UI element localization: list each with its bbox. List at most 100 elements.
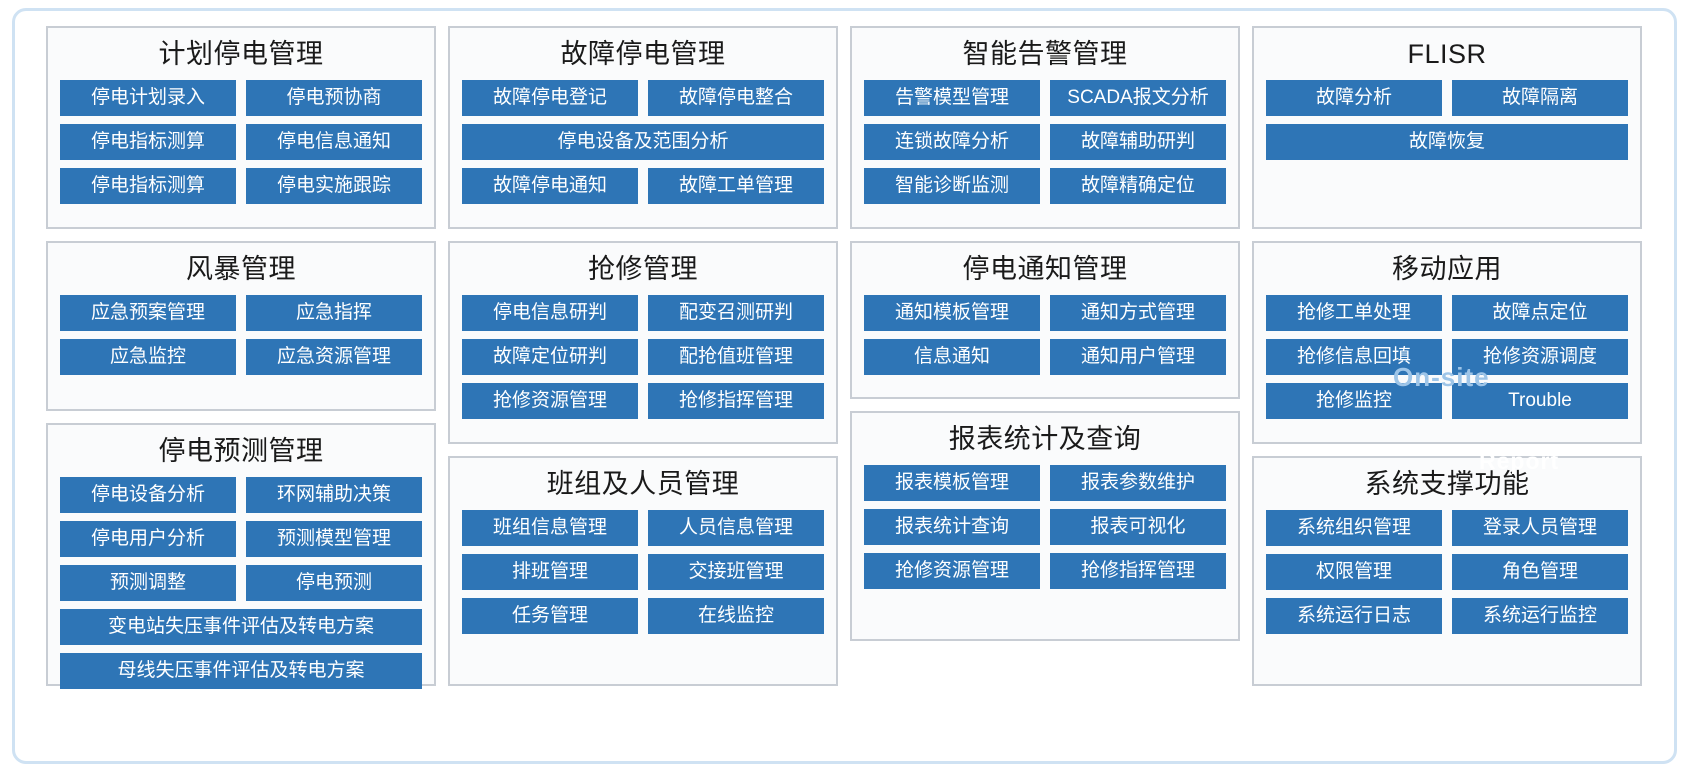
panel-title: 风暴管理 bbox=[186, 254, 296, 284]
module-button[interactable]: 预测调整 bbox=[60, 565, 236, 601]
module-button[interactable]: 抢修工单处理 bbox=[1266, 295, 1442, 331]
module-panel: 风暴管理应急预案管理应急指挥应急监控应急资源管理 bbox=[46, 241, 436, 411]
panel-button-grid: 班组信息管理人员信息管理排班管理交接班管理任务管理在线监控 bbox=[462, 510, 824, 634]
module-button[interactable]: 停电信息研判 bbox=[462, 295, 638, 331]
module-panel: 故障停电管理故障停电登记故障停电整合停电设备及范围分析故障停电通知故障工单管理 bbox=[448, 26, 838, 229]
module-button[interactable]: 故障辅助研判 bbox=[1050, 124, 1226, 160]
panel-button-grid: 报表模板管理报表参数维护报表统计查询报表可视化抢修资源管理抢修指挥管理 bbox=[864, 465, 1226, 589]
module-button[interactable]: 故障点定位 bbox=[1452, 295, 1628, 331]
module-button[interactable]: 人员信息管理 bbox=[648, 510, 824, 546]
button-row: 变电站失压事件评估及转电方案 bbox=[60, 609, 422, 645]
module-button[interactable]: 抢修资源管理 bbox=[864, 553, 1040, 589]
panel-button-grid: 停电计划录入停电预协商停电指标测算停电信息通知停电指标测算停电实施跟踪 bbox=[60, 80, 422, 204]
module-button[interactable]: 故障精确定位 bbox=[1050, 168, 1226, 204]
panel-button-grid: 故障分析故障隔离故障恢复 bbox=[1266, 80, 1628, 160]
module-button[interactable]: 通知用户管理 bbox=[1050, 339, 1226, 375]
button-row: 抢修信息回填抢修资源调度 bbox=[1266, 339, 1628, 375]
panel-spacer bbox=[60, 204, 422, 215]
module-button[interactable]: 在线监控 bbox=[648, 598, 824, 634]
module-button[interactable]: 交接班管理 bbox=[648, 554, 824, 590]
module-button[interactable]: SCADA报文分析 bbox=[1050, 80, 1226, 116]
module-button[interactable]: 通知方式管理 bbox=[1050, 295, 1226, 331]
module-button[interactable]: 通知模板管理 bbox=[864, 295, 1040, 331]
panel-spacer bbox=[462, 419, 824, 430]
module-button[interactable]: 抢修资源管理 bbox=[462, 383, 638, 419]
module-button[interactable]: 停电信息通知 bbox=[246, 124, 422, 160]
panel-title: 停电通知管理 bbox=[962, 254, 1128, 284]
button-row: 信息通知通知用户管理 bbox=[864, 339, 1226, 375]
module-button[interactable]: 系统运行监控 bbox=[1452, 598, 1628, 634]
module-button[interactable]: 任务管理 bbox=[462, 598, 638, 634]
module-button[interactable]: 配抢值班管理 bbox=[648, 339, 824, 375]
module-button[interactable]: 系统组织管理 bbox=[1266, 510, 1442, 546]
panel-button-grid: 通知模板管理通知方式管理信息通知通知用户管理 bbox=[864, 295, 1226, 375]
panel-spacer bbox=[1266, 634, 1628, 672]
module-button[interactable]: 信息通知 bbox=[864, 339, 1040, 375]
module-button[interactable]: 报表统计查询 bbox=[864, 509, 1040, 545]
panel-title: 班组及人员管理 bbox=[546, 469, 740, 499]
module-button[interactable]: 角色管理 bbox=[1452, 554, 1628, 590]
module-button[interactable]: 应急监控 bbox=[60, 339, 236, 375]
module-button[interactable]: 故障停电通知 bbox=[462, 168, 638, 204]
panel-spacer bbox=[1266, 160, 1628, 215]
module-button[interactable]: 母线失压事件评估及转电方案 bbox=[60, 653, 422, 689]
module-button[interactable]: 班组信息管理 bbox=[462, 510, 638, 546]
module-button[interactable]: 抢修指挥管理 bbox=[648, 383, 824, 419]
module-button[interactable]: 告警模型管理 bbox=[864, 80, 1040, 116]
panel-spacer bbox=[864, 589, 1226, 627]
module-button[interactable]: 抢修监控 bbox=[1266, 383, 1442, 419]
module-button[interactable]: Trouble bbox=[1452, 383, 1628, 419]
module-button[interactable]: 应急预案管理 bbox=[60, 295, 236, 331]
module-button[interactable]: 预测模型管理 bbox=[246, 521, 422, 557]
module-button[interactable]: 停电用户分析 bbox=[60, 521, 236, 557]
module-button[interactable]: 报表模板管理 bbox=[864, 465, 1040, 501]
module-button[interactable]: 故障隔离 bbox=[1452, 80, 1628, 116]
module-button[interactable]: 故障停电整合 bbox=[648, 80, 824, 116]
module-button[interactable]: 停电指标测算 bbox=[60, 168, 236, 204]
module-panel: 停电预测管理停电设备分析环网辅助决策停电用户分析预测模型管理预测调整停电预测变电… bbox=[46, 423, 436, 689]
panel-spacer bbox=[462, 634, 824, 672]
module-button[interactable]: 故障分析 bbox=[1266, 80, 1442, 116]
module-button[interactable]: 智能诊断监测 bbox=[864, 168, 1040, 204]
module-button[interactable]: 停电实施跟踪 bbox=[246, 168, 422, 204]
module-button[interactable]: 应急资源管理 bbox=[246, 339, 422, 375]
module-button[interactable]: 应急指挥 bbox=[246, 295, 422, 331]
button-row: 故障停电通知故障工单管理 bbox=[462, 168, 824, 204]
module-button[interactable]: 系统运行日志 bbox=[1266, 598, 1442, 634]
module-button[interactable]: 报表可视化 bbox=[1050, 509, 1226, 545]
module-button[interactable]: 停电计划录入 bbox=[60, 80, 236, 116]
module-button[interactable]: 停电设备分析 bbox=[60, 477, 236, 513]
panel-title: FLISR bbox=[1407, 39, 1487, 69]
module-button[interactable]: 故障恢复 bbox=[1266, 124, 1628, 160]
module-button[interactable]: 停电预协商 bbox=[246, 80, 422, 116]
module-button[interactable]: 配变召测研判 bbox=[648, 295, 824, 331]
module-button[interactable]: 权限管理 bbox=[1266, 554, 1442, 590]
module-button[interactable]: 抢修信息回填 bbox=[1266, 339, 1442, 375]
module-button[interactable]: 登录人员管理 bbox=[1452, 510, 1628, 546]
module-button[interactable]: 停电指标测算 bbox=[60, 124, 236, 160]
button-row: 报表模板管理报表参数维护 bbox=[864, 465, 1226, 501]
module-button[interactable]: 抢修资源调度 bbox=[1452, 339, 1628, 375]
button-row: 停电信息研判配变召测研判 bbox=[462, 295, 824, 331]
module-panel: 报表统计及查询报表模板管理报表参数维护报表统计查询报表可视化抢修资源管理抢修指挥… bbox=[850, 411, 1240, 641]
module-panel: 计划停电管理停电计划录入停电预协商停电指标测算停电信息通知停电指标测算停电实施跟… bbox=[46, 26, 436, 229]
module-button[interactable]: 环网辅助决策 bbox=[246, 477, 422, 513]
module-button[interactable]: 停电预测 bbox=[246, 565, 422, 601]
module-button[interactable]: 故障定位研判 bbox=[462, 339, 638, 375]
module-button[interactable]: 抢修指挥管理 bbox=[1050, 553, 1226, 589]
module-button[interactable]: 故障停电登记 bbox=[462, 80, 638, 116]
button-row: 智能诊断监测故障精确定位 bbox=[864, 168, 1226, 204]
button-row: 故障恢复 bbox=[1266, 124, 1628, 160]
module-button[interactable]: 变电站失压事件评估及转电方案 bbox=[60, 609, 422, 645]
module-button[interactable]: 连锁故障分析 bbox=[864, 124, 1040, 160]
button-row: 抢修资源管理抢修指挥管理 bbox=[462, 383, 824, 419]
module-button[interactable]: 停电设备及范围分析 bbox=[462, 124, 824, 160]
module-button[interactable]: 故障工单管理 bbox=[648, 168, 824, 204]
module-button[interactable]: 报表参数维护 bbox=[1050, 465, 1226, 501]
module-panel: 抢修管理停电信息研判配变召测研判故障定位研判配抢值班管理抢修资源管理抢修指挥管理 bbox=[448, 241, 838, 444]
button-row: 系统组织管理登录人员管理 bbox=[1266, 510, 1628, 546]
panel-button-grid: 停电设备分析环网辅助决策停电用户分析预测模型管理预测调整停电预测变电站失压事件评… bbox=[60, 477, 422, 689]
button-row: 抢修资源管理抢修指挥管理 bbox=[864, 553, 1226, 589]
module-button[interactable]: 排班管理 bbox=[462, 554, 638, 590]
